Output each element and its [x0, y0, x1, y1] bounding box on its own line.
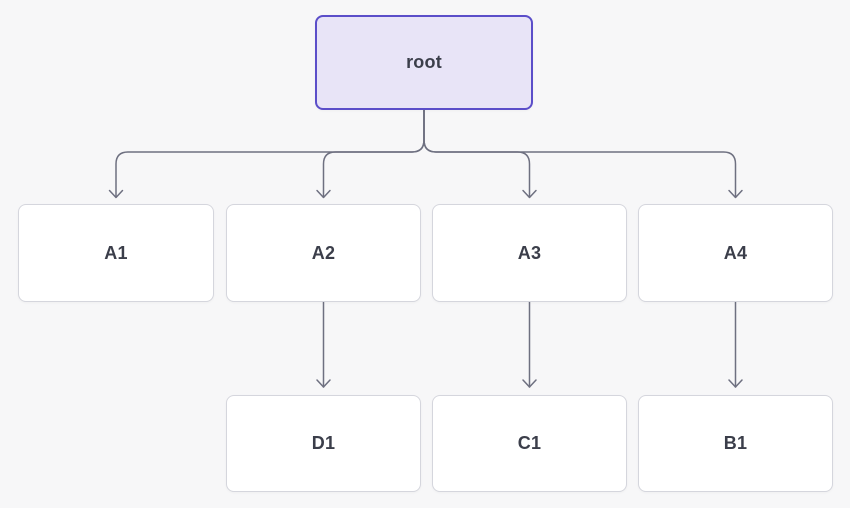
- node-a2[interactable]: A2: [226, 204, 421, 302]
- edge-arrowhead-a3: [522, 189, 537, 199]
- edge-root-a1: [115, 109, 425, 198]
- edge-arrowhead-a1: [108, 189, 124, 199]
- node-a4[interactable]: A4: [638, 204, 833, 302]
- node-d1[interactable]: D1: [226, 395, 421, 492]
- node-c1-label: C1: [517, 433, 542, 453]
- node-a3-label: A3: [517, 242, 542, 263]
- edge-root-a3: [423, 109, 531, 198]
- edge-root-a2: [322, 109, 425, 198]
- node-a3[interactable]: A3: [432, 204, 627, 302]
- node-a4-label: A4: [723, 242, 748, 263]
- node-c1[interactable]: C1: [432, 395, 627, 492]
- edge-arrowhead-a4: [728, 189, 743, 199]
- node-a1-label: A1: [104, 242, 128, 263]
- edge-arrowhead-c1: [522, 379, 537, 388]
- edge-arrowhead-b1: [728, 379, 743, 388]
- node-d1-label: D1: [311, 433, 336, 453]
- node-b1[interactable]: B1: [638, 395, 833, 492]
- node-a2-label: A2: [311, 242, 336, 263]
- edge-arrowhead-a2: [316, 189, 331, 199]
- node-root[interactable]: root: [315, 15, 533, 110]
- node-root-label: root: [406, 52, 442, 72]
- node-a1[interactable]: A1: [18, 204, 214, 302]
- edge-arrowhead-d1: [316, 379, 331, 388]
- edge-root-a4: [423, 109, 737, 198]
- node-b1-label: B1: [723, 433, 748, 453]
